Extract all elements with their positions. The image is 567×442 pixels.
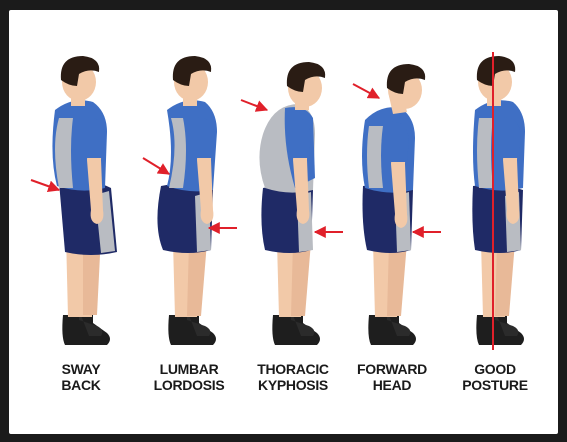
label-line-1: GOOD — [474, 361, 516, 377]
legs — [277, 242, 311, 317]
head — [61, 56, 99, 106]
arrow-indicator — [31, 180, 59, 190]
shorts — [59, 180, 117, 255]
label-line-1: SWAY — [62, 361, 102, 377]
arrow-indicator — [353, 84, 379, 98]
figure-good-posture — [472, 52, 525, 350]
label-line-1: LUMBAR — [160, 361, 219, 377]
figure-lumbar-lordosis — [143, 56, 237, 345]
illustration-panel: SWAY BACK LUMBAR LORDOSIS THORACIC KYPHO… — [9, 10, 558, 434]
head — [287, 62, 325, 110]
head — [387, 64, 425, 114]
label-line-2: POSTURE — [462, 377, 528, 393]
label-line-1: FORWARD — [357, 361, 427, 377]
figure-sway-back — [31, 56, 117, 345]
label-line-2: LORDOSIS — [154, 377, 225, 393]
figure-forward-head — [353, 64, 441, 345]
figure-thoracic-kyphosis — [241, 62, 343, 345]
arrow-indicator — [241, 100, 267, 110]
arrow-indicator — [143, 158, 169, 174]
head — [173, 56, 211, 106]
posture-diagram: SWAY BACK LUMBAR LORDOSIS THORACIC KYPHO… — [9, 10, 558, 434]
label-line-1: THORACIC — [257, 361, 329, 377]
label-line-2: HEAD — [373, 377, 412, 393]
legs — [173, 242, 207, 317]
label-line-2: KYPHOSIS — [258, 377, 328, 393]
legs — [481, 242, 515, 317]
label-line-2: BACK — [61, 377, 100, 393]
head — [477, 56, 515, 106]
labels: SWAY BACK LUMBAR LORDOSIS THORACIC KYPHO… — [61, 361, 527, 393]
legs — [373, 242, 407, 317]
